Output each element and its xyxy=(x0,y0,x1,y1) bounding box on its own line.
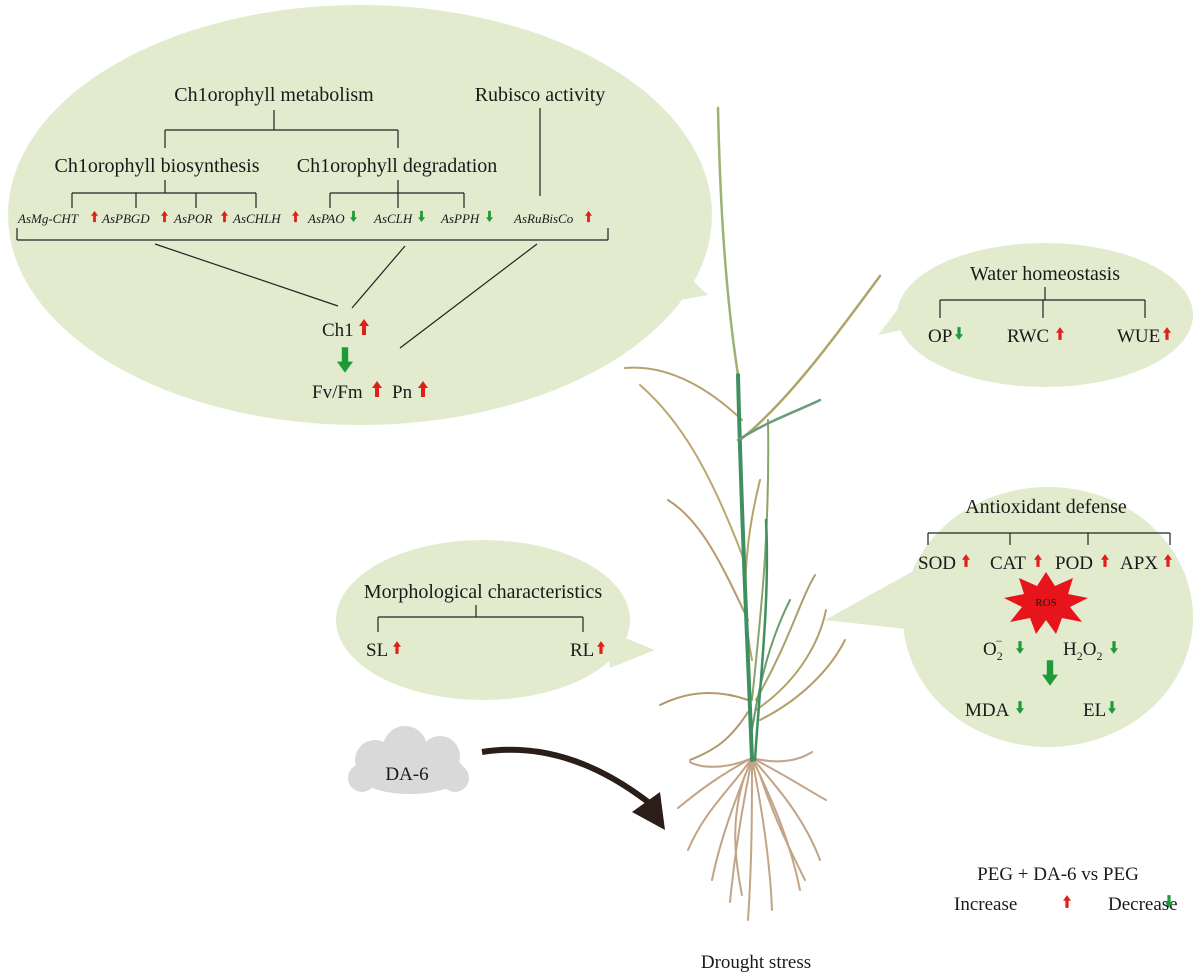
chlorophyll-degradation-title: Ch1orophyll degradation xyxy=(297,155,498,177)
chlorophyll-biosynthesis-title: Ch1orophyll biosynthesis xyxy=(54,155,259,177)
gene-label: AsPBGD xyxy=(101,211,150,226)
legend-decrease-label: Decrease xyxy=(1108,894,1178,915)
peroxide-label: H2O2 xyxy=(1063,639,1102,663)
morphological-characteristics-title: Morphological characteristics xyxy=(364,581,602,603)
gene-label: AsPPH xyxy=(440,211,480,226)
plant-illustration xyxy=(624,106,882,921)
antioxidant-tree-lines xyxy=(927,532,1171,545)
superoxide-label: O2− xyxy=(983,634,1003,663)
el-label: EL xyxy=(1083,700,1106,721)
increase-arrow-icon xyxy=(1063,895,1071,908)
ros-burst-icon xyxy=(1004,572,1088,634)
gene-label: AsMg-CHT xyxy=(17,211,79,226)
fvfm-label: Fv/Fm xyxy=(312,382,363,403)
treatment-arrow-icon xyxy=(481,746,665,830)
antioxidant-defense-title: Antioxidant defense xyxy=(965,496,1127,518)
sl-label: SL xyxy=(366,640,388,661)
morphology-bubble xyxy=(336,540,655,700)
gene-label: AsCLH xyxy=(373,211,413,226)
water-tree-lines xyxy=(939,287,1146,318)
rubisco-activity-title: Rubisco activity xyxy=(475,84,606,106)
water-homeostasis-title: Water homeostasis xyxy=(970,263,1120,285)
legend-comparison: PEG + DA-6 vs PEG xyxy=(977,864,1139,885)
water-bubble xyxy=(878,243,1193,387)
mda-label: MDA xyxy=(965,700,1010,721)
chlorophyll-metabolism-title: Ch1orophyll metabolism xyxy=(174,84,374,106)
chlorophyll-tree-lines xyxy=(16,108,609,349)
cat-label: CAT xyxy=(990,553,1026,574)
morphology-tree-lines xyxy=(377,605,584,632)
drought-stress-label: Drought stress xyxy=(701,952,811,973)
gene-label: AsRuBisCo xyxy=(513,211,574,226)
sod-label: SOD xyxy=(918,553,956,574)
apx-label: APX xyxy=(1120,553,1158,574)
legend-increase-label: Increase xyxy=(954,894,1017,915)
rl-label: RL xyxy=(570,640,594,661)
da6-label: DA-6 xyxy=(385,764,428,785)
chlorophyll-bubble xyxy=(8,5,712,425)
plant-leaves xyxy=(624,106,882,761)
gene-list: AsMg-CHT AsPBGD AsPOR AsCHLH AsPAO AsCLH… xyxy=(17,210,592,226)
pn-label: Pn xyxy=(392,382,413,403)
rwc-label: RWC xyxy=(1007,326,1049,347)
pod-label: POD xyxy=(1055,553,1093,574)
wue-label: WUE xyxy=(1117,326,1160,347)
plant-roots xyxy=(677,751,827,921)
plant-stem xyxy=(736,373,822,762)
gene-label: AsPAO xyxy=(307,211,345,226)
ros-label: ROS xyxy=(1035,597,1056,609)
gene-label: AsPOR xyxy=(173,211,212,226)
op-label: OP xyxy=(928,326,952,347)
da6-cloud xyxy=(348,726,469,794)
chl-label: Ch1 xyxy=(322,320,354,341)
gene-label: AsCHLH xyxy=(232,211,281,226)
